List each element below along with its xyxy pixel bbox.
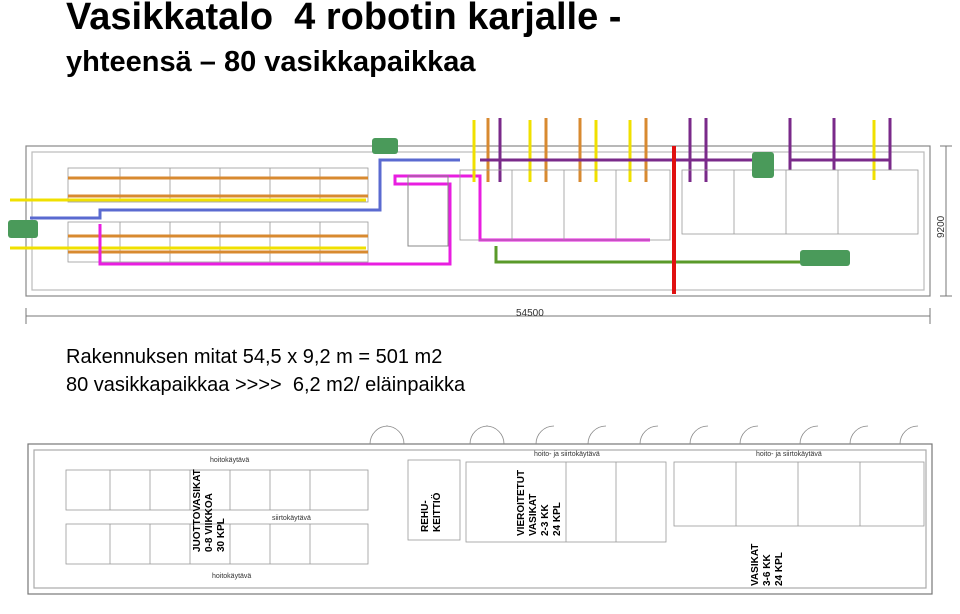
dim-width-label: 9200	[936, 215, 947, 238]
feed-rails	[68, 176, 368, 254]
building-dimensions-text: Rakennuksen mitat 54,5 x 9,2 m = 501 m2	[66, 346, 443, 368]
yellow-route	[10, 198, 366, 250]
green-route	[494, 246, 800, 264]
page-title: Vasikkatalo 4 robotin karjalle -	[66, 0, 622, 38]
dimension-lines	[25, 145, 952, 324]
right-pens	[459, 169, 919, 241]
building-outline	[25, 145, 931, 297]
magenta-route	[98, 174, 650, 266]
feed-kitchen-box	[407, 175, 449, 247]
calf-spaces-text: 80 vasikkapaikkaa >>>> 6,2 m2/ eläinpaik…	[66, 374, 466, 396]
tractor-icon	[8, 138, 850, 266]
page-subtitle: yhteensä – 80 vasikkapaikkaa	[66, 46, 476, 78]
left-pen-rows	[67, 167, 369, 263]
dim-length-label: 54500	[516, 308, 544, 319]
blue-route	[30, 158, 460, 220]
